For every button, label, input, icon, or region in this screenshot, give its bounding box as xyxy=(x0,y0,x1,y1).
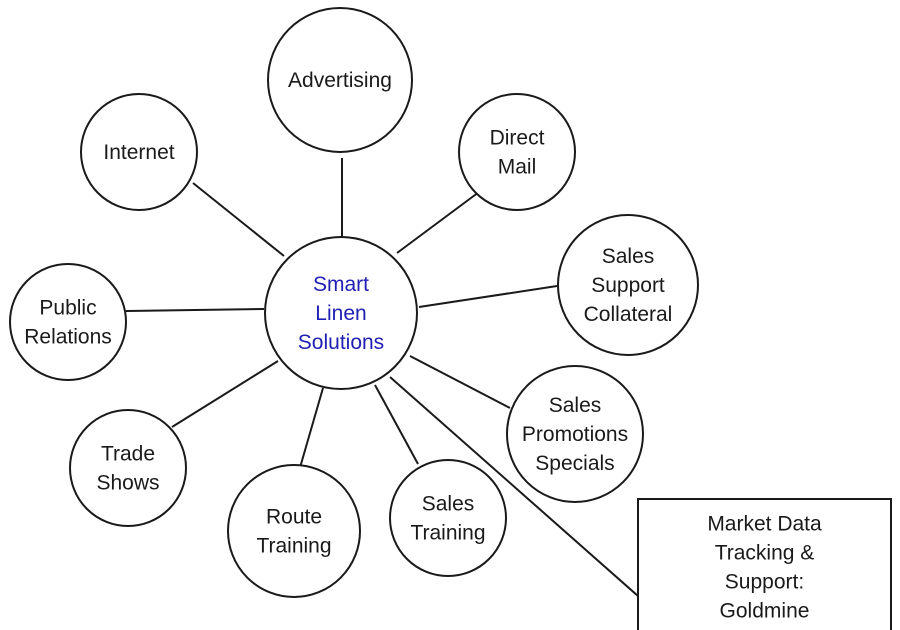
node-public-relations-label-line: Public xyxy=(39,297,96,320)
edge-trade-shows xyxy=(171,360,279,428)
node-internet-circle xyxy=(80,93,198,211)
node-route-training-label-line: Route xyxy=(266,506,322,529)
node-market-data-tracking-support-goldmine-label-line: Market Data xyxy=(707,513,822,536)
node-sales-support-collateral-label-line: Sales xyxy=(602,245,655,268)
node-direct-mail-label-line: Direct xyxy=(490,127,545,150)
edge-sales-training xyxy=(374,384,419,465)
node-internet-label-line: Internet xyxy=(103,141,174,164)
node-sales-training-label-line: Sales xyxy=(422,493,475,516)
node-sales-promotions-specials-label-line: Promotions xyxy=(522,423,628,446)
connector-lines xyxy=(125,158,639,597)
node-market-data-tracking-support-goldmine-label-line: Goldmine xyxy=(720,600,810,623)
edge-route-training xyxy=(296,387,324,479)
node-route-training-circle xyxy=(227,464,361,598)
center-node-label-line: Linen xyxy=(315,302,366,325)
node-internet-label: Internet xyxy=(103,141,174,164)
node-direct-mail-circle xyxy=(458,93,576,211)
node-direct-mail-label-line: Mail xyxy=(498,156,537,179)
node-market-data-tracking-support-goldmine-label-line: Support: xyxy=(725,571,804,594)
node-trade-shows-label-line: Shows xyxy=(96,472,159,495)
node-advertising-label: Advertising xyxy=(288,69,392,92)
node-sales-training-label-line: Training xyxy=(410,522,485,545)
node-route-training-label-line: Training xyxy=(256,535,331,558)
node-sales-support-collateral-label-line: Support xyxy=(591,274,665,297)
node-sales-promotions-specials-circle xyxy=(506,365,644,503)
node-trade-shows-label-line: Trade xyxy=(101,443,155,466)
node-market-data-tracking-support-goldmine-label-line: Tracking & xyxy=(715,542,815,565)
node-sales-training-circle xyxy=(389,459,507,577)
node-public-relations-circle xyxy=(9,263,127,381)
edge-market-data-tracking-support-goldmine xyxy=(389,376,639,597)
node-trade-shows-circle xyxy=(69,409,187,527)
edge-public-relations xyxy=(125,308,265,312)
node-advertising-label-line: Advertising xyxy=(288,69,392,92)
edge-internet xyxy=(192,182,285,257)
node-sales-promotions-specials-label-line: Specials xyxy=(535,452,614,475)
node-internet: Internet xyxy=(80,93,198,211)
node-sales-promotions-specials-label-line: Sales xyxy=(549,394,602,417)
center-node-label-line: Smart xyxy=(313,273,369,296)
node-sales-support-collateral-label-line: Collateral xyxy=(584,303,673,326)
edge-sales-support-collateral xyxy=(418,285,558,308)
node-advertising: Advertising xyxy=(267,7,413,153)
center-node-circle xyxy=(264,236,418,390)
edge-direct-mail xyxy=(396,191,480,254)
node-market-data-tracking-support-goldmine-box xyxy=(637,498,892,630)
node-advertising-circle xyxy=(267,7,413,153)
node-sales-support-collateral-circle xyxy=(557,214,699,356)
node-public-relations-label-line: Relations xyxy=(24,326,112,349)
edge-sales-promotions-specials xyxy=(409,355,511,409)
center-node-label-line: Solutions xyxy=(298,331,384,354)
